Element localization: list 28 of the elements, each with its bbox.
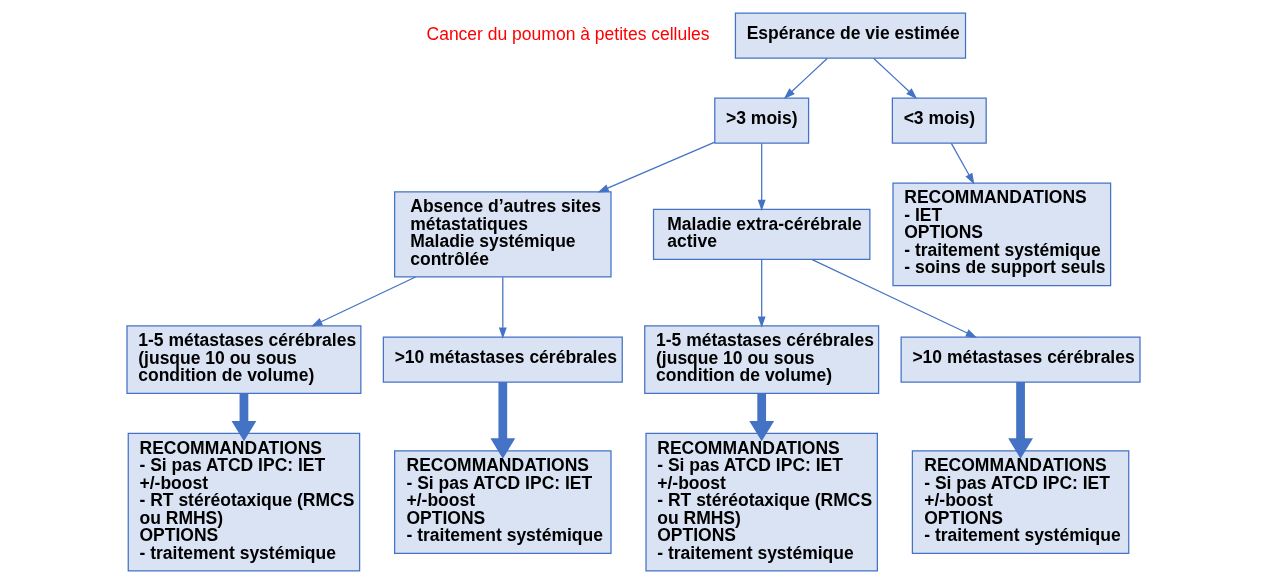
arrow [749, 393, 775, 442]
node-box: >10 métastases cérébrales [382, 336, 623, 383]
node-box: Espérance de vie estimée [734, 12, 967, 59]
node-box: >3 mois) [714, 97, 810, 144]
node-box: Absence d’autres sites métastatiques Maladie systémique contrôlée [394, 191, 612, 278]
arrow [950, 142, 975, 185]
arrow [231, 393, 257, 442]
node-box: >10 métastases cérébrales [900, 336, 1141, 383]
arrow [498, 276, 507, 339]
node-box: 1-5 métastases cérébrales (jusque 10 ou sous condition de volume) [126, 325, 362, 394]
arrow [490, 382, 516, 459]
arrow [597, 141, 715, 193]
arrow [757, 142, 766, 211]
node-box: RECOMMANDATIONS - IET OPTIONS - traitement systémique - soins de support seuls [892, 182, 1112, 287]
node-box: RECOMMANDATIONS - Si pas ATCD IPC: IET +/-boost OPTIONS - traitement systémique [911, 450, 1130, 554]
node-box: RECOMMANDATIONS - Si pas ATCD IPC: IET +/-boost - RT stéréotaxique (RMCS ou RMHS) OPTIONS - traitement systémique [127, 432, 361, 572]
arrow [811, 259, 978, 338]
node-box: Maladie extra-cérébrale active [652, 208, 871, 261]
node-box: <3 mois) [891, 97, 987, 144]
arrow [757, 259, 766, 328]
arrow [1008, 382, 1033, 459]
node-box: RECOMMANDATIONS - Si pas ATCD IPC: IET +/-boost - RT stéréotaxique (RMCS ou RMHS) OPTIONS - traitement systémique [645, 432, 878, 572]
arrow [311, 276, 417, 327]
node-box: RECOMMANDATIONS - Si pas ATCD IPC: IET +/-boost OPTIONS - traitement systémique [394, 450, 612, 554]
node-box: 1-5 métastases cérébrales (jusque 10 ou sous condition de volume) [644, 325, 880, 394]
arrow [873, 57, 918, 99]
label: Cancer du poumon à petites cellules [426, 24, 710, 45]
arrow [783, 57, 828, 99]
